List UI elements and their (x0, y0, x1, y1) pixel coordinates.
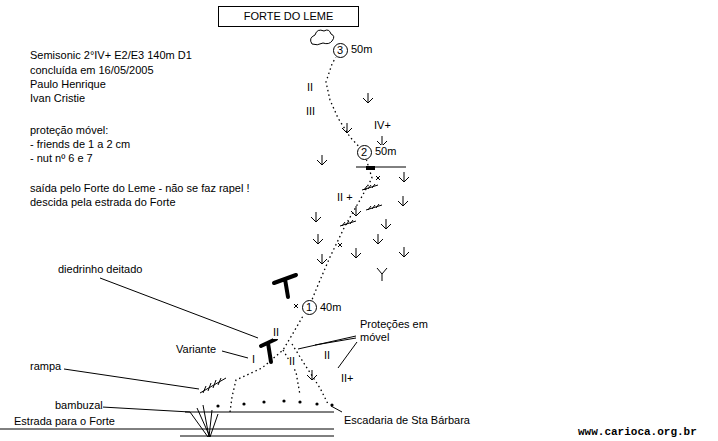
route-label: 50m (351, 43, 372, 56)
route-label: Paulo Henrique (30, 78, 106, 91)
ramp-hatch (200, 378, 226, 393)
road-line (180, 436, 334, 437)
belay-circle: 3 (333, 43, 348, 58)
ledge-line (356, 167, 406, 168)
bolt-mark (294, 176, 380, 308)
route-label: II (289, 355, 295, 368)
route-dotted (292, 344, 328, 404)
ledge-hatch (362, 184, 378, 190)
route-label: - friends de 1 a 2 cm (30, 138, 130, 151)
vegetation-mark (398, 196, 408, 206)
route-label: Variante (176, 343, 216, 356)
road-line (185, 412, 334, 413)
ledge-block (366, 166, 375, 170)
vegetation-mark (317, 155, 327, 165)
route-connector (312, 160, 372, 299)
bamboo-symbol (190, 405, 218, 437)
route-label: III (306, 105, 315, 118)
belay-circle: 1 (302, 300, 317, 315)
path-dots (216, 399, 333, 407)
vegetation-mark (313, 234, 323, 244)
vegetation-mark (351, 248, 361, 258)
belay-number: 1 (306, 302, 312, 313)
route-label: Proteções em móvel (360, 318, 432, 344)
vegetation-mark (317, 254, 327, 264)
cloud-symbol (311, 30, 334, 45)
route-label: 50m (375, 145, 396, 158)
vegetation-mark (399, 172, 409, 182)
route-label: II+ (341, 372, 354, 385)
route-label: saída pelo Forte do Leme - não se faz ra… (30, 182, 250, 195)
route-label: diedrinho deitado (58, 263, 142, 276)
route-label: II (273, 326, 279, 339)
route-label: II (324, 349, 330, 362)
route-label: proteção móvel: (30, 124, 108, 137)
route-label: Ivan Cristie (30, 92, 85, 105)
vegetation-mark (381, 219, 391, 229)
vegetation-mark (363, 93, 373, 103)
route-label: concluída em 16/05/2005 (30, 64, 154, 77)
route-label: II + (337, 191, 353, 204)
ledge-hatch (366, 204, 382, 210)
tree-symbol (274, 275, 296, 297)
route-label: I (252, 353, 255, 366)
belay-number: 2 (361, 147, 367, 158)
tree-symbol (261, 339, 276, 362)
title-box: FORTE DO LEME (218, 6, 359, 27)
route-dotted (230, 316, 303, 412)
route-dotted (283, 350, 300, 395)
road-line (0, 429, 334, 430)
tree-mark (377, 268, 387, 281)
watermark: www.carioca.org.br (578, 426, 697, 439)
route-label: II (307, 81, 313, 94)
route-label: Semisonic 2°IV+ E2/E3 140m D1 (30, 49, 192, 62)
belay-circle: 2 (357, 145, 372, 160)
route-label: 40m (320, 301, 341, 314)
route-label: bambuzal (55, 399, 103, 412)
vegetation-mark (311, 212, 321, 222)
belay-number: 3 (337, 45, 343, 56)
vegetation-mark (373, 234, 383, 244)
route-label: rampa (30, 360, 61, 373)
route-label: descida pela estrada do Forte (30, 196, 176, 209)
route-label: Estrada para o Forte (14, 415, 115, 428)
route-label: IV+ (374, 119, 391, 132)
route-label: - nut nº 6 e 7 (30, 152, 93, 165)
vegetation-mark (351, 206, 361, 216)
vegetation-mark (399, 247, 409, 257)
route-connector (326, 57, 358, 145)
route-label: Escadaria de Sta Bárbara (344, 414, 470, 427)
